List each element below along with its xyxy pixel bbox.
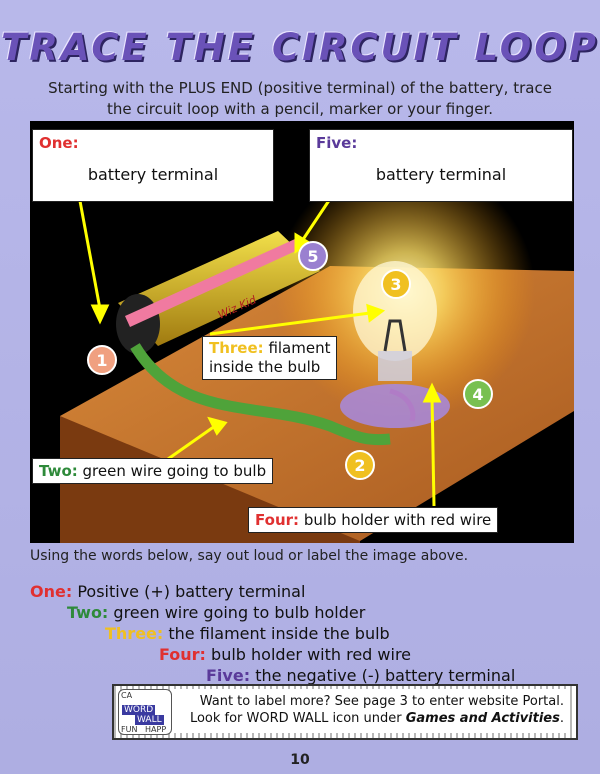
pointer-arrows [78,198,442,507]
label-four-text: bulb holder with red wire [303,511,492,529]
word-item-four: Four: bulb holder with red wire [159,645,411,664]
word-two-text: green wire going to bulb holder [113,603,366,622]
word-five-text: the negative (-) battery terminal [255,666,516,685]
word-one-text: Positive (+) battery terminal [77,582,306,601]
label-two-text: green wire going to bulb [82,462,267,480]
icon-word-ca: CA [121,691,133,700]
label-four: Four: bulb holder with red wire [248,507,499,533]
word-item-five: Five: the negative (-) battery terminal [206,666,515,685]
icon-word-wall: WALL [135,715,164,725]
marker-5: 5 [307,247,318,266]
word-wall-line2: Look for WORD WALL icon under Games and … [172,709,570,726]
marker-1: 1 [96,351,107,370]
label-three: Three: filament inside the bulb [202,336,338,380]
marker-2: 2 [354,456,365,475]
light-bulb [340,261,450,428]
label-two: Two: green wire going to bulb [32,458,274,484]
word-four-text: bulb holder with red wire [211,645,412,664]
label-three-line1: filament [268,339,331,357]
icon-word-happ: HAPP [145,725,167,734]
green-wire [130,343,391,446]
label-box-one: One: battery terminal [32,129,274,202]
label-two-heading: Two: [39,462,78,480]
word-four-heading: Four: [159,645,206,664]
word-five-heading: Five: [206,666,251,685]
word-three-heading: Three: [105,624,164,643]
marker-4: 4 [472,385,483,404]
word-wall-text: Want to label more? See page 3 to enter … [172,689,570,733]
word-wall-line2-suffix: . [559,711,564,726]
word-wall-banner: CA WORD WALL FUN HAPP Want to label more… [112,684,578,740]
intro-text: Starting with the PLUS END (positive ter… [48,79,552,118]
page-title: TRACE THE CIRCUIT LOOP [1,26,599,69]
battery-graphic: Wiz Kid [116,231,320,354]
icon-word-fun: FUN [121,725,138,734]
word-wall-games-link[interactable]: Games and Activities [405,711,560,726]
word-list-instructions: Using the words below, say out loud or l… [30,548,469,564]
word-wall-icon[interactable]: CA WORD WALL FUN HAPP [118,689,172,735]
number-markers: 1 2 3 4 5 [87,241,493,480]
label-one-heading: One: [39,134,79,152]
word-one-heading: One: [30,582,73,601]
label-box-five: Five: battery terminal [309,129,573,202]
word-three-text: the filament inside the bulb [168,624,390,643]
word-wall-line2-prefix: Look for WORD WALL icon under [189,711,406,726]
word-item-two: Two: green wire going to bulb holder [67,603,365,622]
label-five-heading: Five: [316,134,358,152]
word-item-one: One: Positive (+) battery terminal [30,582,305,601]
label-four-heading: Four: [255,511,300,529]
word-two-heading: Two: [67,603,109,622]
page-number: 10 [290,752,310,768]
word-wall-line1: Want to label more? See page 3 to enter … [199,694,564,709]
label-three-line2: inside the bulb [209,358,321,376]
word-item-three: Three: the filament inside the bulb [105,624,390,643]
label-five-text: battery terminal [375,165,507,184]
circuit-photo: Wiz Kid [30,121,574,543]
marker-3: 3 [390,275,401,294]
label-three-heading: Three: [209,339,264,357]
label-one-text: battery terminal [87,165,219,184]
icon-word-word: WORD [122,705,156,715]
